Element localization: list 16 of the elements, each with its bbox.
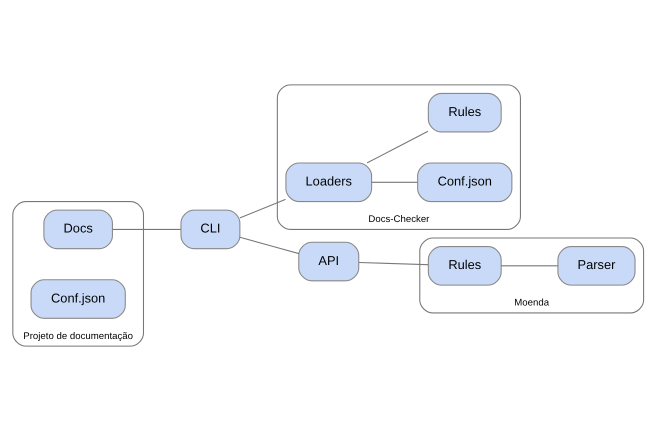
connector [240,198,286,218]
node-box: Loaders [285,162,372,202]
node-box: Parser [557,246,636,286]
connector [501,264,558,266]
connector [358,261,428,265]
node-box: Conf.json [30,278,126,318]
connector [372,181,418,182]
node-box: CLI [180,209,240,249]
node-box: Rules [428,92,502,132]
node-box: Docs [43,209,113,249]
node-box: Conf.json [417,162,512,202]
node-box: API [298,241,360,281]
connector [240,236,299,254]
connector [366,130,428,163]
node-box: Rules [428,246,502,286]
connector [112,228,181,230]
